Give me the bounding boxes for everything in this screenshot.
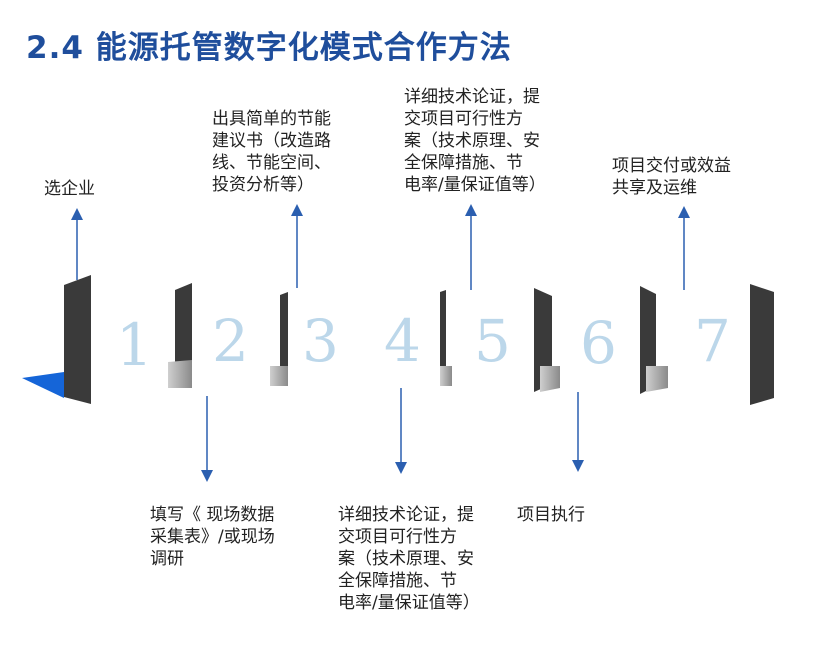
step-6-label: 项目执行 [517, 505, 585, 525]
step-5-number: 5 [474, 307, 511, 375]
step-6-panel-shadow [646, 366, 668, 392]
step-3-number: 3 [302, 307, 339, 375]
step-2-panel [175, 283, 192, 385]
step-1-label: 选企业 [44, 179, 95, 199]
step-6-number: 6 [580, 309, 617, 377]
step-7-panel [750, 284, 774, 405]
step-1-panel [64, 275, 91, 404]
step-7-label: 项目交付或效益 共享及运维 [612, 156, 731, 198]
step-4-panel [440, 290, 446, 384]
start-accent-shape [22, 372, 64, 398]
step-3-label: 出具简单的节能 建议书（改造路 线、节能空间、 投资分析等） [212, 109, 331, 195]
step-3-panel-shadow [270, 366, 288, 386]
step-2-panel-shadow [168, 360, 192, 388]
step-4-panel-shadow [440, 366, 452, 386]
page-title: 2.4 能源托管数字化模式合作方法 [26, 30, 512, 66]
step-4-number: 4 [384, 307, 421, 375]
step-5-label: 详细技术论证，提 交项目可行性方 案（技术原理、安 全保障措施、节 电率/量保证… [404, 87, 546, 195]
step-7-number: 7 [694, 307, 731, 375]
step-2-label: 填写《 现场数据 采集表》/或现场 调研 [150, 505, 275, 569]
step-3-panel [280, 292, 288, 383]
step-4-label: 详细技术论证，提 交项目可行性方 案（技术原理、安 全保障措施、节 电率/量保证… [338, 505, 480, 613]
step-1-number: 1 [116, 311, 153, 379]
step-5-panel-shadow [540, 366, 560, 392]
step-2-number: 2 [212, 307, 249, 375]
